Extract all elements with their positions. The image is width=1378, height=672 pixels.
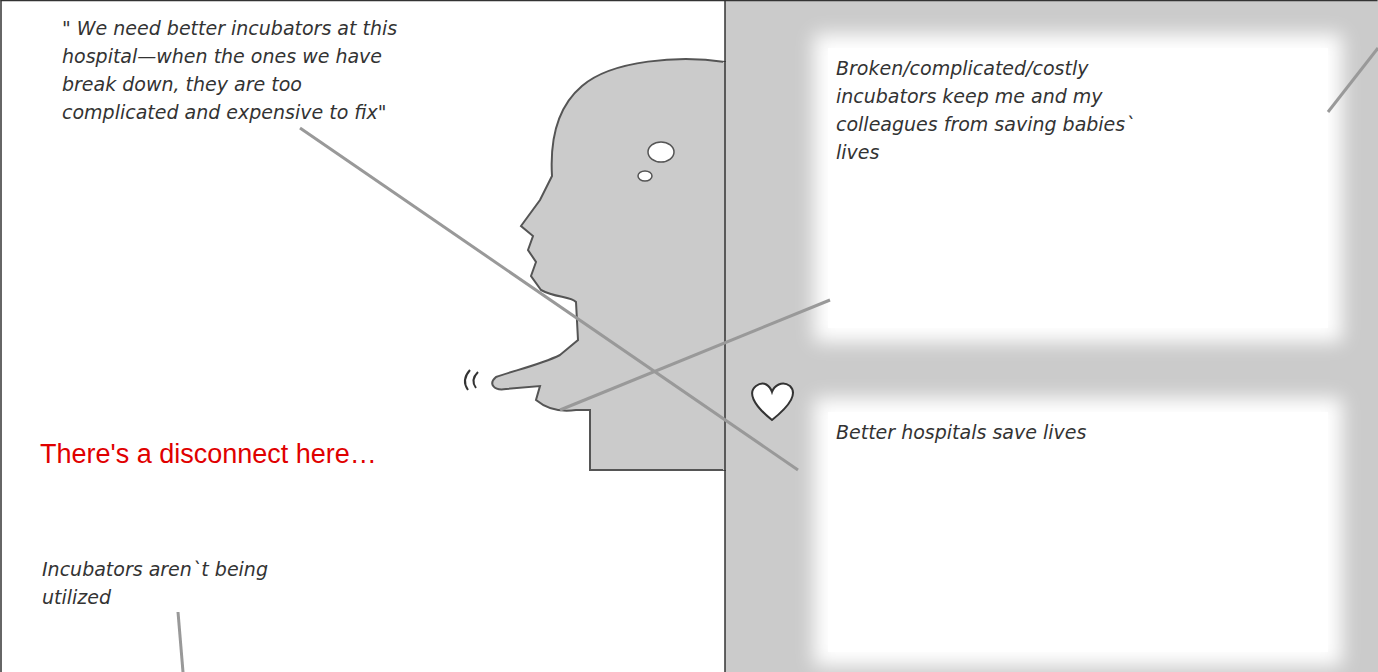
leader-line (560, 300, 830, 410)
gray-panel (725, 0, 1378, 672)
thought-bubble (648, 142, 674, 162)
leader-line (178, 612, 183, 672)
quote-text: " We need better incubators at this hosp… (62, 14, 422, 126)
disconnect-note: There's a disconnect here… (40, 438, 480, 470)
thought-box: Broken/complicated/costly incubators kee… (828, 48, 1328, 328)
speech-marks (465, 370, 478, 390)
box-text: Better hospitals save lives (836, 418, 1176, 446)
observation-text: Incubators aren`t being utilized (42, 555, 342, 611)
head-silhouette (492, 59, 725, 470)
thought-box: Better hospitals save lives (828, 412, 1328, 652)
frame (0, 0, 2, 672)
panel-divider (724, 0, 726, 672)
heart-symbol (752, 384, 793, 420)
frame (1, 0, 1378, 1)
leader-line (300, 128, 798, 470)
box-text: Broken/complicated/costly incubators kee… (836, 54, 1176, 166)
thought-bubble (638, 171, 652, 181)
leader-line (1328, 48, 1378, 112)
